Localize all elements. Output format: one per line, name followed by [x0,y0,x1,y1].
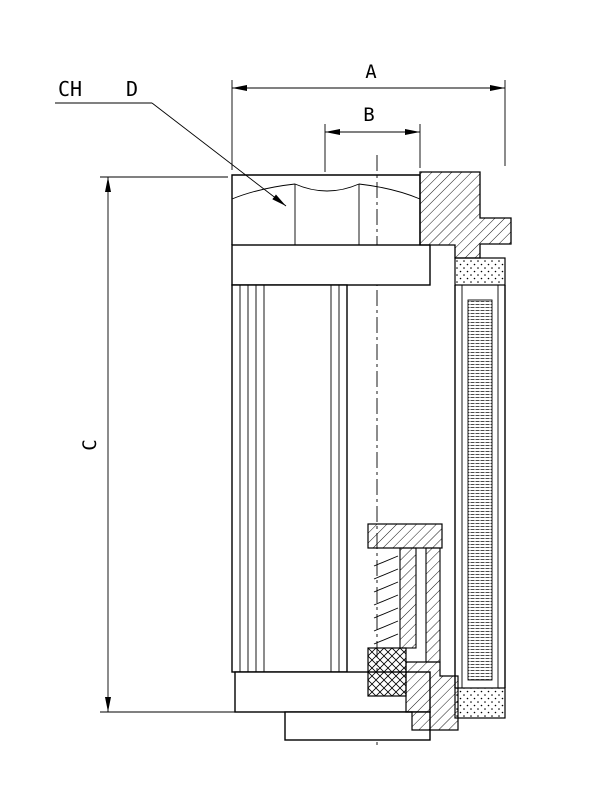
spring-coil-line [373,633,399,645]
dimension-a-label: A [365,61,377,83]
valve-wall [425,547,441,663]
bypass-valve [367,523,459,731]
spring-coil-line [373,581,399,593]
top-gasket [454,257,506,286]
top-flange [231,244,431,286]
dimension-a: A [231,61,506,170]
spring-coil-line [373,568,399,580]
dimension-b-label: B [363,104,374,126]
leader-line [151,102,287,207]
filter-element [231,284,348,673]
filter-mesh [467,299,493,681]
spring-coil-line [373,594,399,606]
spring-coil-line [373,555,399,567]
bottom-gasket [454,687,506,719]
dimension-c: C [79,176,235,713]
bottom-end-cap [234,671,431,741]
spring-coil-line [373,620,399,632]
valve-stem [399,547,417,649]
dimension-c-label: C [79,439,101,450]
callout-ch-label: CH [58,77,82,101]
seal-block [367,647,407,697]
callout-ch-d: CH D [55,77,287,207]
dimension-b: B [324,104,421,172]
hex-head [231,174,421,245]
valve-cap [367,523,443,549]
callout-d-label: D [126,77,138,101]
outer-shell [454,257,506,719]
head-section-block [419,171,512,259]
spring-coil-line [373,607,399,619]
spring [373,555,399,645]
valve-seat [405,661,459,731]
